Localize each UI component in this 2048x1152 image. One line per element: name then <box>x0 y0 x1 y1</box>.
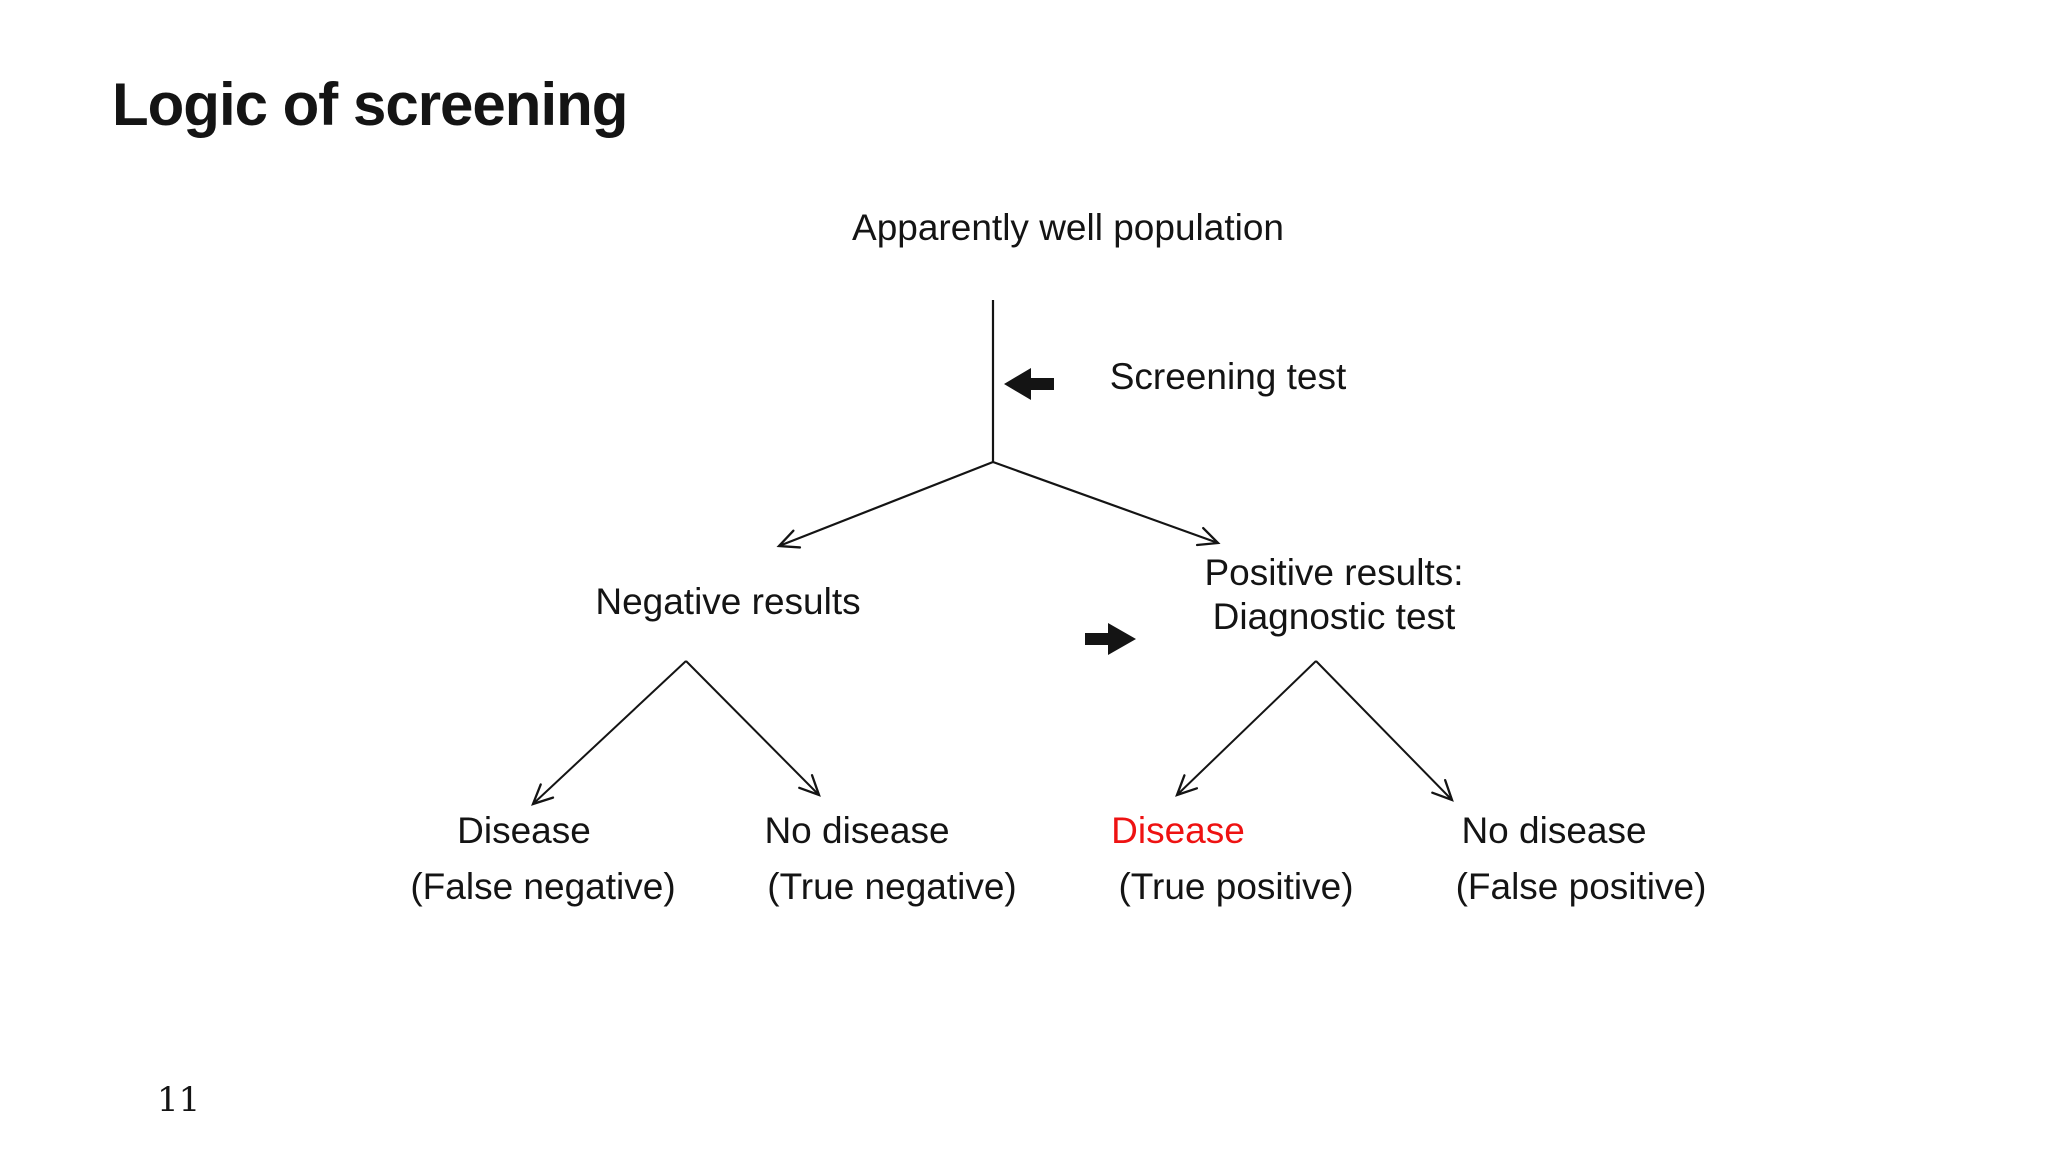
connector-to-negative-results <box>776 460 994 549</box>
caption-false-positive: (False positive) <box>1455 866 1707 907</box>
connector-negative-to-disease <box>531 660 687 806</box>
caption-false-negative: (False negative) <box>410 866 676 907</box>
node-positive-results-line2: Diagnostic test <box>1212 595 1456 637</box>
node-disease-true-positive: Disease <box>1111 810 1245 851</box>
node-disease-false-negative: Disease <box>457 810 591 851</box>
label-screening-test: Screening test <box>1109 356 1347 397</box>
slide-title: Logic of screening <box>112 71 628 138</box>
connector-positive-to-disease <box>1175 660 1317 797</box>
left-block-arrow-icon <box>1004 368 1054 400</box>
connector-positive-to-no-disease <box>1315 660 1454 802</box>
connector-to-positive-results <box>992 460 1221 547</box>
node-positive-results-line1: Positive results: <box>1204 552 1464 593</box>
right-block-arrow-icon <box>1085 623 1136 655</box>
node-negative-results: Negative results <box>595 581 861 622</box>
caption-true-positive: (True positive) <box>1118 866 1354 907</box>
node-positive-results: Positive results: Diagnostic test <box>1204 551 1463 638</box>
node-no-disease-true-negative: No disease <box>764 810 950 851</box>
page-number: 11 <box>157 1080 201 1120</box>
node-no-disease-false-positive: No disease <box>1461 810 1647 851</box>
connector-negative-to-no-disease <box>685 660 821 797</box>
node-apparently-well-population: Apparently well population <box>852 207 1284 248</box>
caption-true-negative: (True negative) <box>767 866 1017 907</box>
